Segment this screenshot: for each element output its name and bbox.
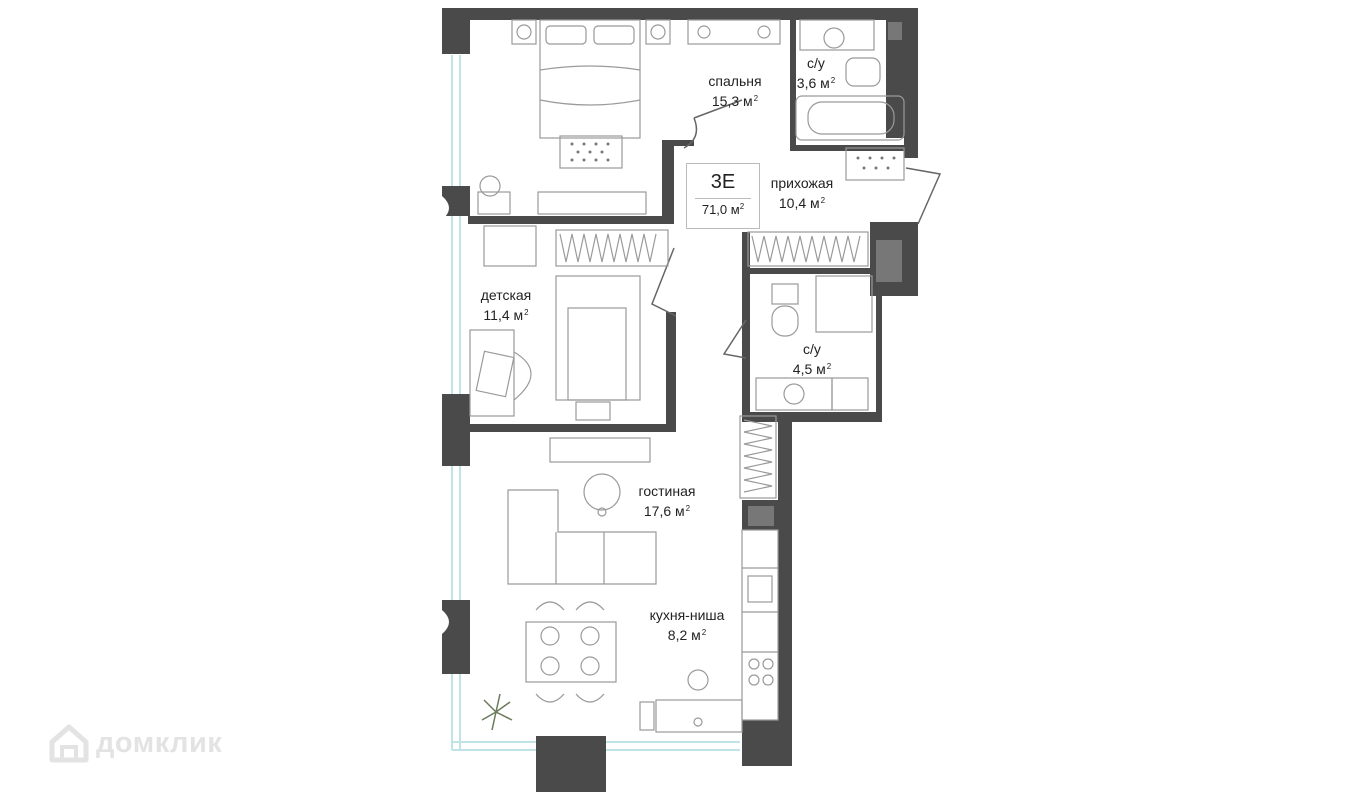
room-name: с/у [803,341,821,357]
room-name: гостиная [638,483,696,499]
kitchen [639,529,779,733]
badge-divider [695,198,751,199]
watermark-text: домклик [96,726,223,759]
apartment-type-badge: 3Е 71,0 м2 [686,163,760,229]
room-label-kitchen-niche: кухня-ниша 8,2 м2 [632,606,742,644]
plant-icon [481,693,513,731]
room-area: 10,4 м2 [778,195,826,211]
bathroom2-fixtures [755,275,873,411]
wardrobe [555,229,869,499]
room-label-living-room: гостиная 17,6 м2 [622,482,712,520]
rug-dots [570,142,896,170]
room-name: детская [480,287,532,303]
room-area: 17,6 м2 [643,503,691,519]
room-area: 4,5 м2 [792,361,832,377]
room-name: кухня-ниша [649,607,725,623]
shaft [748,22,902,526]
room-area: 8,2 м2 [667,627,707,643]
room-name: спальня [708,73,762,89]
room-label-bathroom-1: с/у 3,6 м2 [786,54,846,92]
apartment-total-area: 71,0 м2 [701,202,745,217]
dining-table [525,601,617,703]
sofa [507,473,657,585]
room-area: 15,3 м2 [711,93,759,109]
room-label-bathroom-2: с/у 4,5 м2 [782,340,842,378]
window-pier-notch [442,196,588,800]
doors [651,99,942,359]
house-logo-icon [49,724,89,763]
kids-furniture [469,225,651,463]
room-name: прихожая [770,175,834,191]
room-area: 11,4 м2 [483,307,529,323]
room-label-hallway: прихожая 10,4 м2 [752,174,852,212]
bed [477,19,781,215]
room-label-kids-room: детская 11,4 м2 [466,286,546,324]
room-name: с/у [807,55,825,71]
domclick-watermark: домклик [48,718,222,768]
apartment-code: 3Е [710,171,736,193]
room-label-bedroom: спальня 15,3 м2 [680,72,790,110]
bathroom-fixtures [795,19,905,181]
room-area: 3,6 м2 [796,75,836,91]
